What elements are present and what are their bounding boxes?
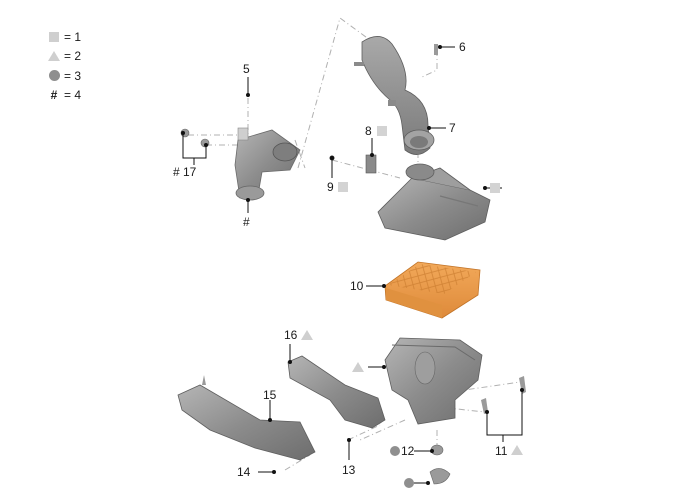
callout-17: # 17: [173, 165, 197, 179]
legend-row-hash: # = 4: [47, 86, 81, 106]
legend-row-triangle: = 2: [47, 47, 81, 67]
legend-text: = 2: [64, 49, 82, 64]
part-intake-adapter: [234, 127, 301, 201]
circle-marker-icon: [404, 478, 414, 488]
circle-marker-icon: [390, 446, 400, 456]
part-clip: [519, 376, 526, 394]
callout-6: 6: [459, 40, 466, 54]
callout-13: 13: [342, 463, 356, 477]
triangle-marker-icon: [511, 445, 523, 455]
part-filter-housing-cover: [377, 163, 491, 241]
callout-5: 5: [243, 62, 250, 76]
part-clip: [481, 398, 488, 414]
square-icon: [49, 31, 59, 42]
part-air-guide: [177, 375, 316, 461]
legend-text: = 1: [64, 29, 82, 44]
legend-text: = 3: [64, 68, 82, 83]
part-bracket: [429, 468, 451, 485]
legend-row-circle: = 3: [47, 66, 81, 86]
callout-12: 12: [401, 444, 415, 458]
square-marker-icon: [490, 183, 500, 193]
part-sensor: [329, 154, 377, 174]
part-intake-hose: [354, 36, 435, 155]
callout-8: 8: [365, 124, 372, 138]
square-marker-icon: [338, 182, 348, 192]
triangle-marker-icon: [352, 362, 364, 372]
leader-dots: [181, 45, 524, 485]
leader-lines: [182, 46, 523, 484]
part-clip: [434, 44, 438, 55]
hash-icon: #: [50, 88, 58, 103]
square-marker-icon: [377, 126, 387, 136]
callout-14: 14: [237, 465, 251, 479]
triangle-marker-icon: [301, 330, 313, 340]
callout-10: 10: [350, 279, 364, 293]
callout-15: 15: [263, 388, 277, 402]
triangle-icon: [48, 51, 60, 62]
circle-icon: [48, 70, 60, 82]
callout-16: 16: [284, 328, 298, 342]
legend-text: = 4: [64, 88, 82, 103]
callout-hash: #: [243, 215, 250, 229]
callout-9: 9: [327, 180, 334, 194]
callout-7: 7: [449, 121, 456, 135]
part-air-duct: [287, 355, 386, 429]
callout-11: 11: [495, 444, 508, 458]
part-air-filter: [384, 261, 481, 319]
part-filter-housing-base: [384, 337, 483, 425]
legend-row-square: = 1: [47, 27, 81, 47]
symbol-legend: = 1 = 2 = 3 # = 4: [47, 27, 81, 105]
